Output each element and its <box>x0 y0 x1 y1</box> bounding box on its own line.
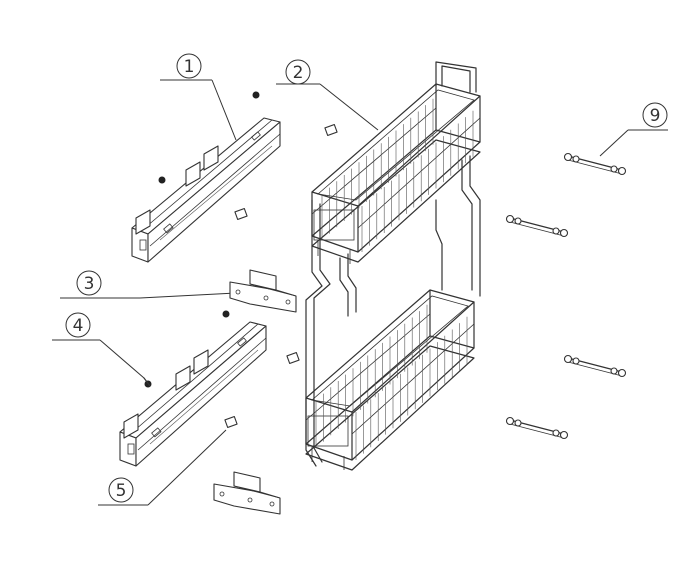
callout-5: 5 <box>98 429 227 506</box>
lower-slide-rail <box>119 321 267 467</box>
lower-basket-wires <box>315 304 468 460</box>
clip-hardware <box>224 123 338 429</box>
mounting-bracket-upper <box>229 269 297 313</box>
connecting-rod-2 <box>505 214 569 238</box>
callout-3: 3 <box>60 270 237 299</box>
callout-label: 9 <box>650 106 661 126</box>
callout-label: 1 <box>184 57 195 77</box>
callout-label: 4 <box>73 316 84 336</box>
callout-label: 5 <box>116 481 127 501</box>
mounting-bracket-lower <box>213 471 281 515</box>
callout-label: 2 <box>293 63 304 83</box>
connecting-rod-4 <box>505 416 569 440</box>
upper-slide-rail <box>131 117 281 263</box>
callout-1: 1 <box>160 53 237 141</box>
callout-4: 4 <box>52 312 145 379</box>
upper-basket-wires <box>321 98 474 252</box>
connecting-rod-3 <box>563 354 627 378</box>
connecting-rod-1 <box>563 152 627 176</box>
callout-label: 3 <box>84 274 95 294</box>
callout-2: 2 <box>276 59 379 131</box>
screw-hardware <box>143 91 260 388</box>
callout-9: 9 <box>599 102 668 157</box>
